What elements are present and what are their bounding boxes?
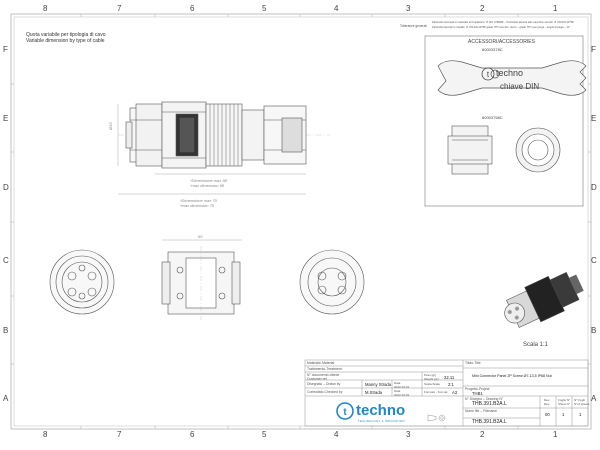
- scale-value: 2:1: [448, 382, 454, 387]
- rev-label: Rev.: [544, 398, 550, 402]
- ruler-col-1-bottom: 1: [553, 430, 558, 439]
- nut-drawing: [447, 125, 561, 175]
- max-dimension-98-en: *max dimension 98: [190, 183, 225, 188]
- rev-value: 00: [545, 412, 550, 417]
- tolerance-line-2: Particolari lavorati in metallo: Vl UNI …: [432, 26, 571, 29]
- sheets-count-label: N° Fogli: [574, 398, 585, 402]
- wrench-brand: techno: [496, 68, 524, 78]
- techno-logo-tagline: TECHNOLOGY & INNOVATION: [358, 419, 405, 423]
- tolerance-label: Tolleranze generali: [400, 24, 427, 28]
- ruler-row-a-left: A: [3, 394, 9, 403]
- techno-logo-text: techno: [356, 402, 406, 419]
- ruler-row-a-right: A: [591, 394, 597, 403]
- ruler-col-3-top: 3: [406, 4, 411, 13]
- ruler-col-6-bottom: 6: [190, 430, 195, 439]
- checked-by-label: Controllato-Checked by: [307, 390, 343, 394]
- date-value-1: 2022-10-01: [394, 384, 410, 389]
- max-dimension-70-it: *Dimensione max 70: [180, 198, 217, 203]
- connector-side-view: [117, 101, 330, 195]
- sheets-count-label-en: N°of sheets: [574, 401, 590, 406]
- format-label: Formato - Format: [424, 390, 448, 394]
- ruler-col-3-bottom: 3: [406, 430, 411, 439]
- connector-front-view: [49, 249, 115, 315]
- width-dimension: 60: [198, 234, 203, 239]
- connector-top-view: [161, 239, 242, 320]
- drawing-number-label: N° Disegno – Drawing N°: [465, 397, 504, 401]
- weight-label-en: Weight [gr]: [424, 376, 439, 381]
- title-label: Titolo-Title: [465, 361, 481, 365]
- variable-dimension-note-en: Variable dimension by type of cable: [26, 38, 105, 44]
- variable-dimension-note-it: Quota variabile per tipologia di cavo: [26, 32, 106, 38]
- ruler-row-b-right: B: [591, 326, 597, 335]
- sheet-value: 1: [562, 412, 565, 417]
- weight-label: Peso [gr]: [424, 373, 437, 377]
- date-label-2: Data: [394, 389, 401, 393]
- wrench-logo-mark: t: [481, 67, 495, 81]
- title-value: Mini Connector Panel 2P Screw Ø7-13,5 IP…: [472, 374, 552, 378]
- accessory-code-wrench: 60003378C: [482, 47, 503, 52]
- ruler-col-2-top: 2: [480, 4, 485, 13]
- ruler-col-1-top: 1: [553, 4, 558, 13]
- accessory-code-nut: 60003758C: [482, 115, 503, 120]
- wrench-label: chiave DIN: [500, 82, 540, 91]
- ruler-row-d-right: D: [591, 183, 597, 192]
- rev-label-en: Rev.: [544, 401, 550, 406]
- format-value: A3: [452, 390, 458, 395]
- ruler-col-5-top: 5: [262, 4, 267, 13]
- ruler-row-d-left: D: [3, 183, 9, 192]
- ruler-row-e-left: E: [3, 114, 9, 123]
- din-wrench-drawing: [437, 60, 587, 96]
- ruler-col-5-bottom: 5: [262, 430, 267, 439]
- date-value-2: 2022-10-01: [394, 392, 410, 397]
- ruler-row-f-right: F: [591, 45, 596, 54]
- date-label-1: Data: [394, 381, 401, 385]
- customer-ref-label: Customer ref.: [307, 376, 328, 381]
- connector-rear-view: [299, 249, 365, 315]
- connector-3d-render: [504, 271, 584, 328]
- filename-value: THB.391.B2A.L: [472, 419, 507, 425]
- scale-label: Scala-Scale: [424, 382, 441, 386]
- diameter-dimension: Ø33: [108, 122, 113, 130]
- sheet-label-en: Sheet N°: [558, 401, 571, 406]
- ruler-col-4-bottom: 4: [334, 430, 339, 439]
- ruler-col-7-bottom: 7: [117, 430, 122, 439]
- ruler-row-c-left: C: [3, 256, 9, 265]
- checked-by-value: M.Strada: [365, 390, 382, 395]
- weight-value: 22.11: [444, 375, 455, 380]
- ruler-col-6-top: 6: [190, 4, 195, 13]
- ruler-ticks: [11, 14, 591, 429]
- ruler-row-f-left: F: [3, 45, 8, 54]
- title-block-grid: [304, 359, 589, 427]
- ruler-col-8-bottom: 8: [43, 430, 48, 439]
- sheet-label: Foglio N°: [558, 398, 571, 402]
- ruler-col-2-bottom: 2: [480, 430, 485, 439]
- render-scale-note: Scala 1:1: [523, 342, 549, 348]
- svg-text:t: t: [487, 70, 490, 79]
- ruler-row-c-right: C: [591, 256, 597, 265]
- accessories-title: ACCESSORI/ACCESSORIES: [468, 39, 535, 45]
- drawing-number-value: THB.391.B2A.L: [472, 401, 507, 407]
- ruler-row-b-left: B: [3, 326, 9, 335]
- accessories-box: [424, 35, 587, 207]
- max-dimension-98-it: *Dimensione max 98: [190, 178, 227, 183]
- ruler-col-8-top: 8: [43, 4, 48, 13]
- svg-text:t: t: [343, 407, 347, 418]
- tolerance-line-1: Particolari stampati in materiale termop…: [432, 21, 574, 24]
- sheets-count-value: 1: [579, 412, 582, 417]
- customer-doc-label: N° documento cliente: [307, 373, 340, 377]
- filename-label: Nome file – Filename: [465, 409, 498, 413]
- max-dimension-70-en: *max dimension 70: [180, 203, 215, 208]
- project-value: THB1: [472, 391, 483, 396]
- ruler-col-7-top: 7: [117, 4, 122, 13]
- project-label: Progetto-Project: [465, 387, 490, 391]
- ruler-row-e-right: E: [591, 114, 597, 123]
- treatment-label: Trattamento-Treatment:: [307, 367, 343, 371]
- drawn-by-value: Manny Strada: [365, 382, 392, 387]
- material-label: Materiale-Material:: [307, 361, 336, 365]
- techno-logo-mark: t: [336, 402, 354, 420]
- drawn-by-label: Disegnato – Drawn by: [307, 382, 341, 386]
- ruler-col-4-top: 4: [334, 4, 339, 13]
